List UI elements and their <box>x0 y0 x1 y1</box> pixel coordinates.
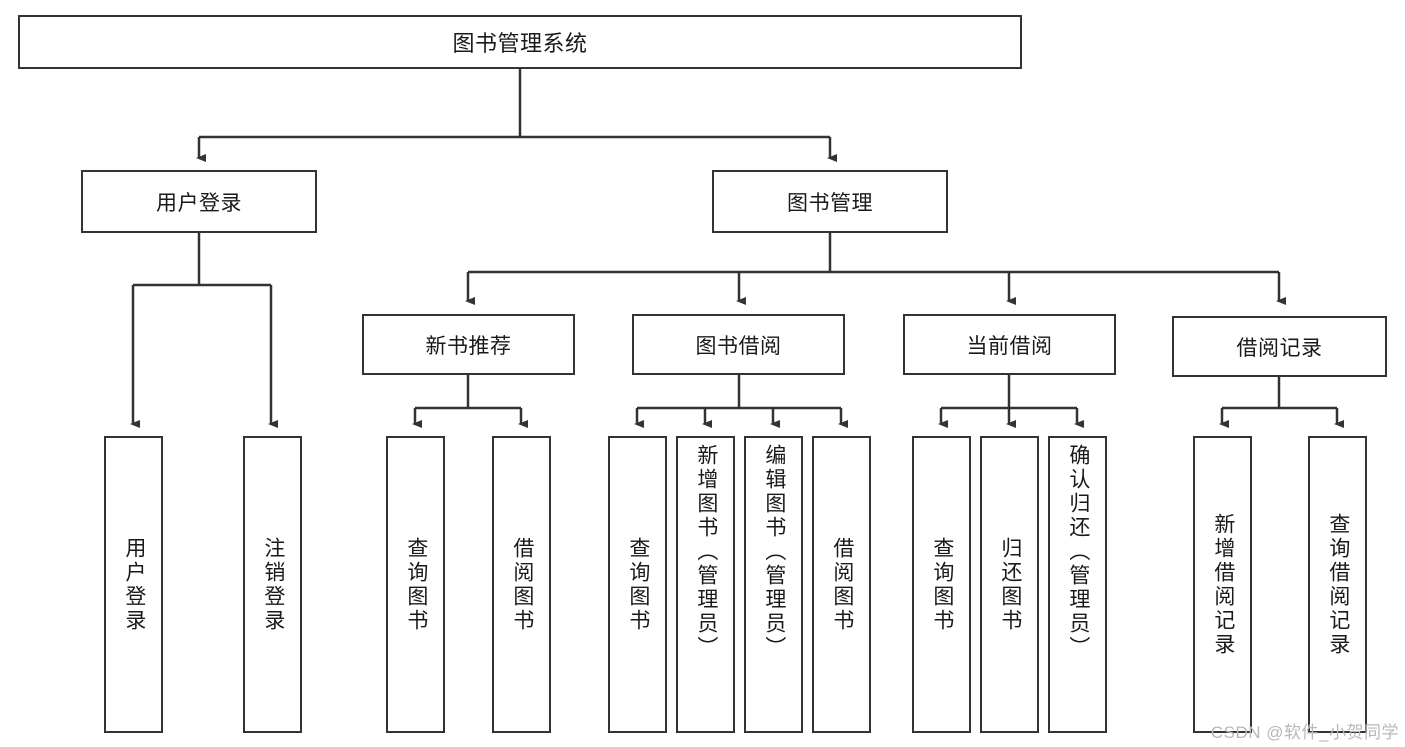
leaf-borrow-records-add-record[interactable]: 新增借阅记录 <box>1193 436 1252 733</box>
leaf-new-books-query-book[interactable]: 查询图书 <box>386 436 445 733</box>
node-book-borrow-label: 图书借阅 <box>695 334 782 358</box>
leaf-label: 查询借阅记录 <box>1326 512 1350 657</box>
leaf-label: 查询图书 <box>626 536 650 633</box>
leaf-label: 归还图书 <box>998 536 1022 633</box>
leaf-label: 用户登录 <box>122 536 146 633</box>
leaf-label: 借阅图书 <box>510 536 534 633</box>
node-book-management-label: 图书管理 <box>787 191 873 215</box>
leaf-borrow-records-query-record[interactable]: 查询借阅记录 <box>1308 436 1367 733</box>
node-book-management[interactable]: 图书管理 <box>712 170 948 233</box>
leaf-label: 查询图书 <box>404 536 428 633</box>
leaf-book-borrow-borrow-book[interactable]: 借阅图书 <box>812 436 871 733</box>
node-book-borrow[interactable]: 图书借阅 <box>632 314 845 375</box>
leaf-label: 编辑图书（管理员） <box>762 444 786 660</box>
leaf-label: 新增图书（管理员） <box>694 444 718 660</box>
leaf-book-borrow-edit-book[interactable]: 编辑图书（管理员） <box>744 436 803 733</box>
leaf-user-login-login[interactable]: 用户登录 <box>104 436 163 733</box>
leaf-current-borrow-confirm-return[interactable]: 确认归还（管理员） <box>1048 436 1107 733</box>
node-borrow-records-label: 借阅记录 <box>1236 336 1323 360</box>
node-new-book-recommend[interactable]: 新书推荐 <box>362 314 575 375</box>
node-root[interactable]: 图书管理系统 <box>18 15 1022 69</box>
node-borrow-records[interactable]: 借阅记录 <box>1172 316 1387 377</box>
leaf-current-borrow-return-book[interactable]: 归还图书 <box>980 436 1039 733</box>
leaf-label: 查询图书 <box>930 536 954 633</box>
leaf-label: 借阅图书 <box>830 536 854 633</box>
node-user-login[interactable]: 用户登录 <box>81 170 317 233</box>
leaf-user-login-logout[interactable]: 注销登录 <box>243 436 302 733</box>
node-new-book-recommend-label: 新书推荐 <box>425 334 512 358</box>
node-current-borrow-label: 当前借阅 <box>966 334 1053 358</box>
watermark: CSDN @软件_小贺同学 <box>1210 723 1399 742</box>
leaf-current-borrow-query-book[interactable]: 查询图书 <box>912 436 971 733</box>
leaf-label: 确认归还（管理员） <box>1066 444 1090 660</box>
leaf-book-borrow-add-book[interactable]: 新增图书（管理员） <box>676 436 735 733</box>
leaf-label: 新增借阅记录 <box>1211 512 1235 657</box>
node-root-label: 图书管理系统 <box>452 31 588 56</box>
leaf-label: 注销登录 <box>261 536 285 633</box>
leaf-book-borrow-query-book[interactable]: 查询图书 <box>608 436 667 733</box>
node-current-borrow[interactable]: 当前借阅 <box>903 314 1116 375</box>
node-user-login-label: 用户登录 <box>156 191 242 215</box>
leaf-new-books-borrow-book[interactable]: 借阅图书 <box>492 436 551 733</box>
